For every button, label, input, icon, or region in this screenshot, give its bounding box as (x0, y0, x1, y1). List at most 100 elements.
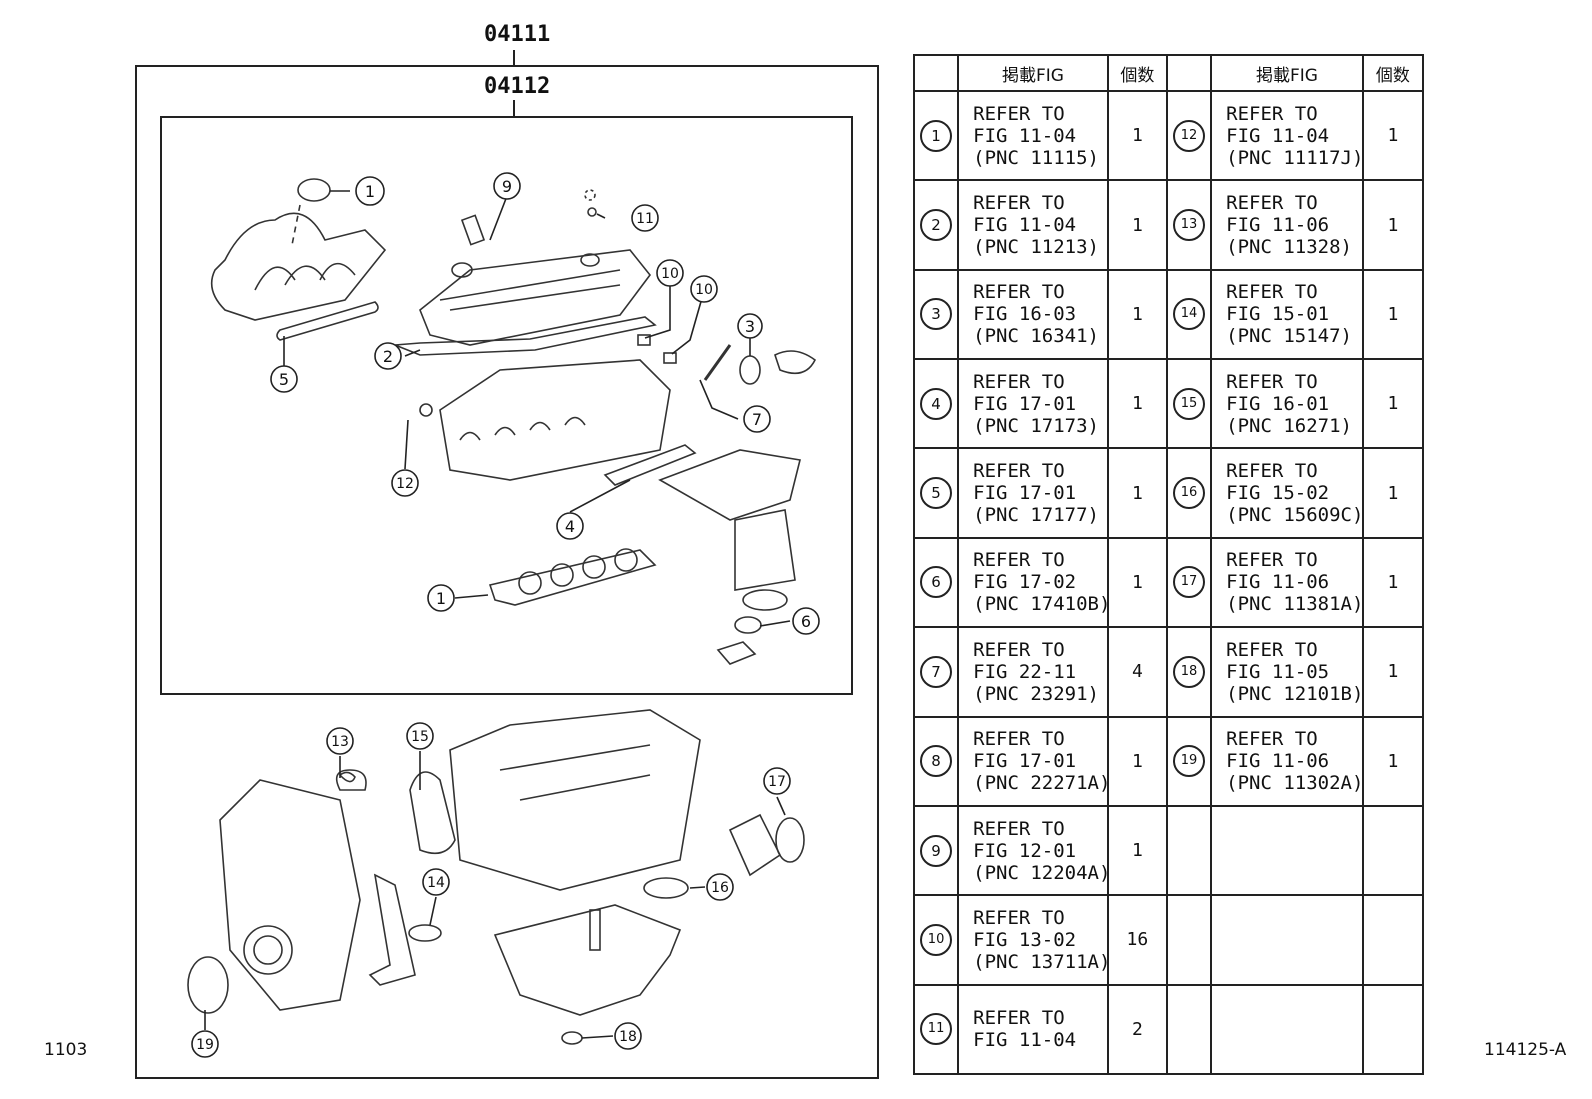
intake-manifold-drawing (210, 178, 387, 321)
illustration-number: 114125-A (1484, 1040, 1567, 1060)
reference-line: FIG 12-01 (973, 839, 1077, 862)
flange-drawing (716, 641, 757, 665)
rear-seal-drawing (775, 817, 805, 863)
cylinder-head-drawing (439, 359, 671, 481)
item-number-cell: 4 (912, 358, 960, 450)
exhaust-manifold-drawing (658, 449, 801, 611)
item-number-badge: 4 (920, 387, 953, 420)
item-number-cell: 10 (912, 894, 960, 986)
item-number-cell: 6 (912, 536, 960, 629)
reference-line: REFER TO (1226, 102, 1318, 125)
quantity-cell: 1 (1106, 804, 1168, 897)
quantity-cell: 2 (1106, 983, 1168, 1075)
item-number-cell: 15 (1165, 358, 1213, 450)
quantity-cell: 4 (1106, 626, 1168, 718)
callout-3-label: 3 (745, 317, 755, 336)
item-number-cell: 7 (912, 626, 960, 718)
water-pump-gasket-drawing (409, 771, 456, 855)
item-number-badge: 17 (1173, 566, 1206, 599)
callout-12-label: 12 (396, 476, 414, 492)
reference-line: (PNC 15609C) (1226, 504, 1364, 527)
reference-line: REFER TO (973, 906, 1065, 929)
reference-line: REFER TO (973, 192, 1065, 215)
header-fig-left: 掲載FIG (957, 54, 1109, 92)
oil-pan-drawing (493, 904, 682, 1016)
item-number-cell: 18 (1165, 626, 1213, 718)
callout-19-label: 19 (196, 1037, 214, 1053)
quantity-cell: 1 (1106, 179, 1168, 271)
callout-6-icon: 6 (792, 607, 820, 635)
cover-gasket-drawing (394, 316, 657, 356)
plug-drawing (584, 189, 596, 201)
item-number-cell: 3 (912, 268, 960, 361)
item-number-badge: 8 (920, 745, 953, 778)
reference-line: FIG 17-01 (973, 392, 1077, 415)
callout-10b-icon: 10 (690, 275, 718, 303)
reference-line: (PNC 22271A) (973, 772, 1111, 795)
reference-line: REFER TO (1226, 370, 1318, 393)
item-number-badge: 12 (1173, 119, 1206, 152)
quantity-cell: 1 (1361, 268, 1425, 361)
reference-line: FIG 11-04 (1226, 124, 1330, 147)
kit-outer-label: 04111 (484, 22, 551, 47)
item-number-cell: 5 (912, 447, 960, 539)
oil-strainer-drawing (368, 873, 416, 986)
callout-18-icon: 18 (614, 1022, 642, 1050)
rear-retainer-drawing (728, 813, 782, 877)
reference-line: FIG 17-01 (973, 750, 1077, 773)
reference-line: (PNC 11381A) (1226, 593, 1364, 616)
reference-line: REFER TO (973, 1007, 1065, 1030)
item-number-cell: 1 (912, 89, 960, 182)
item-number-badge: 19 (1173, 745, 1206, 778)
quantity-cell: 1 (1106, 89, 1168, 182)
quantity-cell: 1 (1361, 536, 1425, 629)
reference-line: REFER TO (973, 728, 1065, 751)
reference-line: (PNC 11213) (973, 236, 1100, 259)
callout-6-label: 6 (801, 612, 811, 631)
reference-line: FIG 17-01 (973, 482, 1077, 505)
item-number-cell: 2 (912, 179, 960, 271)
item-number-badge: 14 (1173, 298, 1206, 331)
reference-line: FIG 11-06 (1226, 750, 1330, 773)
callout-11-icon: 11 (631, 204, 659, 232)
header-qty-left: 個数 (1106, 54, 1168, 92)
callout-13-icon: 13 (326, 727, 354, 755)
quantity-cell: 1 (1361, 89, 1425, 182)
reference-line: FIG 11-04 (973, 214, 1077, 237)
reference-line: REFER TO (1226, 281, 1318, 304)
reference-line: REFER TO (973, 102, 1065, 125)
page-code-left: 1103 (44, 1040, 88, 1060)
reference-line: FIG 16-01 (1226, 392, 1330, 415)
callout-15-icon: 15 (406, 722, 434, 750)
valve-cover-drawing (419, 249, 652, 346)
callout-13-label: 13 (331, 734, 349, 750)
callout-15-label: 15 (411, 729, 429, 745)
quantity-cell: 1 (1361, 447, 1425, 539)
callout-leaders (204, 190, 791, 1039)
oil-filter-gasket-drawing (338, 771, 356, 783)
reference-cell (1210, 804, 1364, 897)
item-number-badge: 9 (920, 834, 953, 867)
bracket-drawing (774, 350, 817, 375)
reference-cell (1210, 983, 1364, 1075)
reference-line: (PNC 17410B) (973, 593, 1111, 616)
reference-line: (PNC 17177) (973, 504, 1100, 527)
callout-2-icon: 2 (374, 342, 402, 370)
reference-line: (PNC 12101B) (1226, 682, 1364, 705)
